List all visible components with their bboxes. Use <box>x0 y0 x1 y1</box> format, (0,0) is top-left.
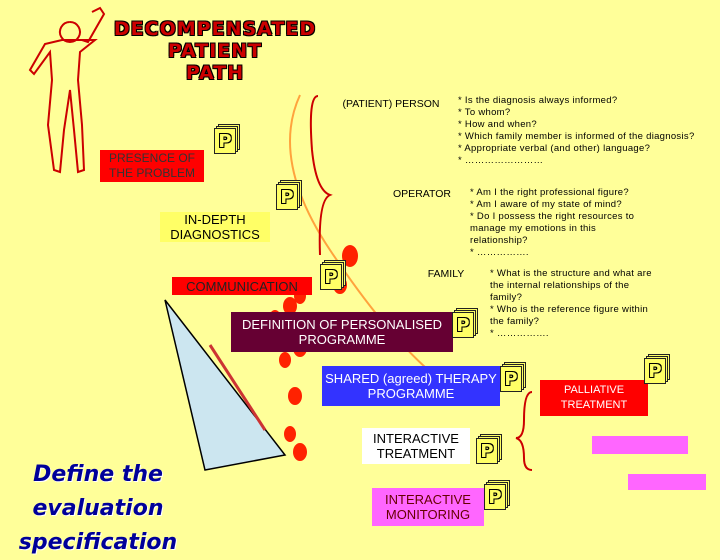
notes-operator: * Am I the right professional figure?* A… <box>470 187 660 259</box>
person-figure <box>30 8 104 172</box>
step-definition: DEFINITION OF PERSONALISED PROGRAMME <box>231 312 453 352</box>
p-badge: P <box>276 180 298 206</box>
p-badge: P <box>452 308 474 334</box>
actor-family: FAMILY <box>410 264 482 284</box>
step-shared: SHARED (agreed) THERAPY PROGRAMME <box>322 366 500 406</box>
p-badge: P <box>320 260 342 286</box>
step-presence: PRESENCE OF THE PROBLEM <box>100 150 204 182</box>
step-interactive-treatment: INTERACTIVE TREATMENT <box>362 428 470 464</box>
evaluation-line-1: Define the evaluation <box>8 458 188 526</box>
evaluation-caption: Define the evaluation specification <box>8 458 188 560</box>
actor-patient: (PATIENT) PERSON <box>338 94 444 114</box>
page-title: DECOMPENSATED PATIENT PATH <box>100 18 330 84</box>
step-diagnostics: IN-DEPTH DIAGNOSTICS <box>160 212 270 242</box>
evaluation-line-2: specification <box>8 526 188 560</box>
step-communication: COMMUNICATION <box>172 277 312 295</box>
notes-patient: * Is the diagnosis always informed?* To … <box>458 95 720 167</box>
pink-box-1 <box>592 436 688 454</box>
pink-box-2 <box>628 474 706 490</box>
brace-shared <box>516 392 532 470</box>
p-badge: P <box>476 434 498 460</box>
p-badge: P <box>500 362 522 388</box>
title-line-3: PATH <box>100 62 330 84</box>
step-interactive-monitoring: INTERACTIVE MONITORING <box>372 488 484 526</box>
step-palliative: PALLIATIVE TREATMENT <box>540 380 648 416</box>
p-badge: P <box>644 354 666 380</box>
p-badge: P <box>214 124 236 150</box>
title-line-1: DECOMPENSATED <box>100 18 330 40</box>
brace-patient <box>311 96 330 255</box>
p-badge: P <box>484 480 506 506</box>
actor-operator: OPERATOR <box>382 184 462 204</box>
title-line-2: PATIENT <box>100 40 330 62</box>
